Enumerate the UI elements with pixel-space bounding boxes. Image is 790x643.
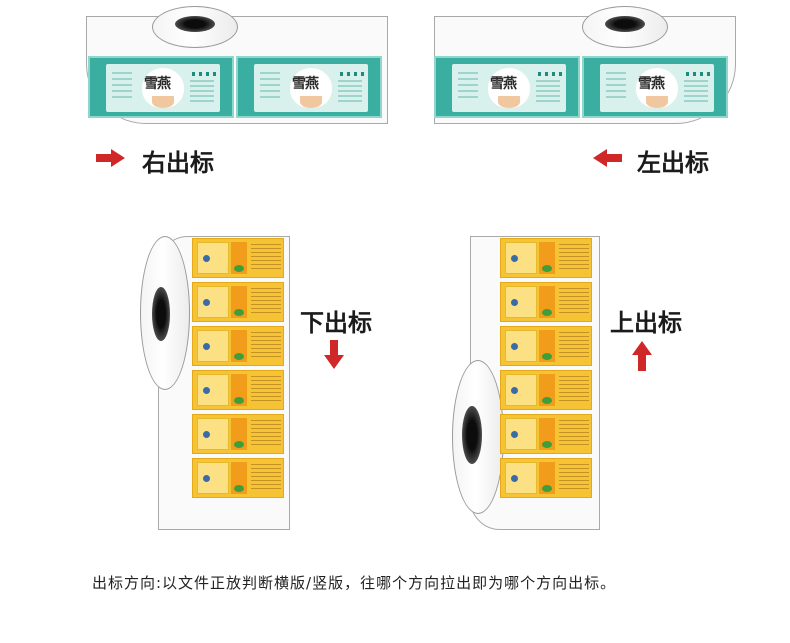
label-sticker xyxy=(192,238,284,278)
down-exit-label: 下出标 xyxy=(300,309,372,337)
label-sticker xyxy=(500,282,592,322)
label-sticker: 雪燕 xyxy=(236,56,382,118)
caption-text: 出标方向:以文件正放判断横版/竖版，往哪个方向拉出即为哪个方向出标。 xyxy=(92,574,617,592)
roll-core-icon xyxy=(462,406,482,464)
label-sticker xyxy=(500,370,592,410)
roll-core-icon xyxy=(605,16,645,32)
label-sticker xyxy=(500,326,592,366)
left-exit-label: 左出标 xyxy=(637,149,709,177)
label-sticker xyxy=(192,458,284,498)
roll-core-icon xyxy=(175,16,215,32)
label-sticker xyxy=(192,414,284,454)
label-sticker xyxy=(192,282,284,322)
label-sticker: 雪燕 xyxy=(88,56,234,118)
label-sticker: 雪燕 xyxy=(434,56,580,118)
label-sticker xyxy=(500,238,592,278)
label-sticker xyxy=(500,458,592,498)
roll-core-icon xyxy=(152,287,170,341)
up-exit-label: 上出标 xyxy=(610,309,682,337)
label-sticker: 雪燕 xyxy=(582,56,728,118)
label-sticker xyxy=(192,326,284,366)
label-sticker xyxy=(500,414,592,454)
label-sticker xyxy=(192,370,284,410)
right-exit-label: 右出标 xyxy=(142,149,214,177)
